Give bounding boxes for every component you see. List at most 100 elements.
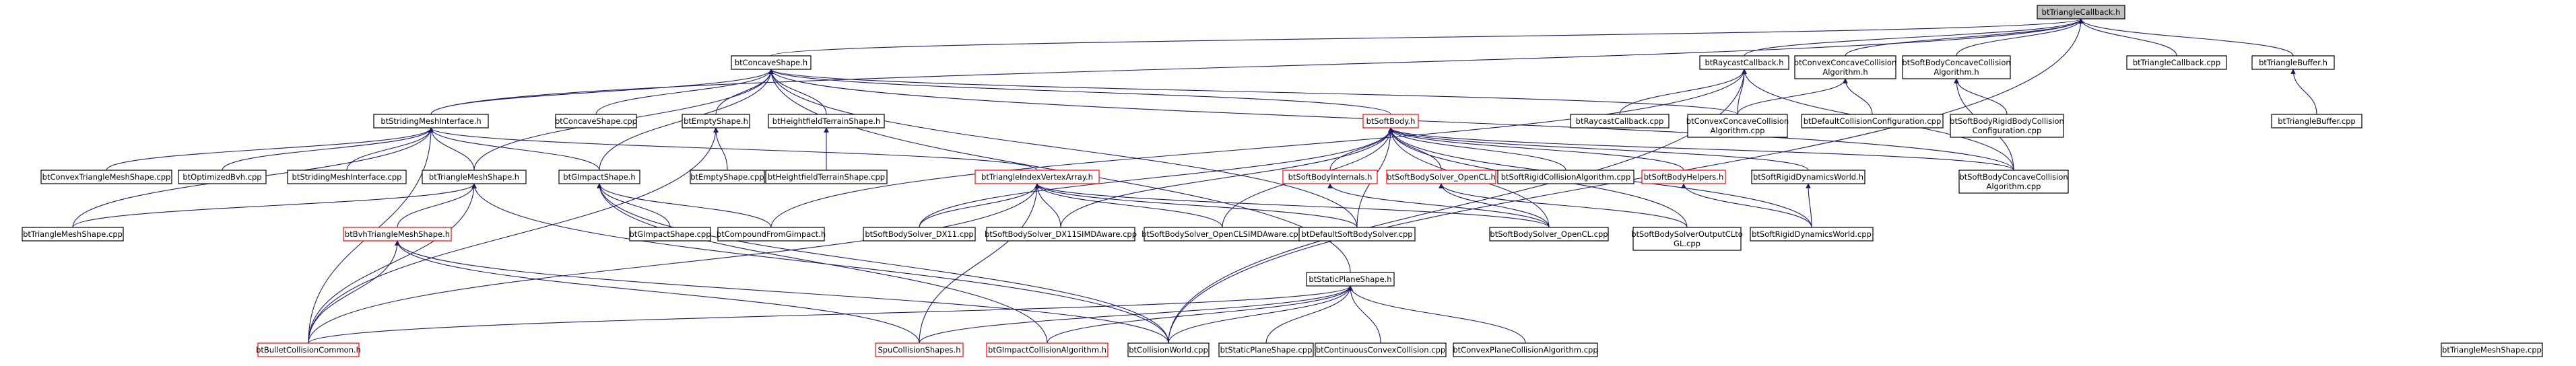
edge-tribuf_cpp-to-tribuf_h <box>2290 69 2317 115</box>
node-optbvh-cpp[interactable]: btOptimizedBvh.cpp <box>178 170 267 184</box>
node-sbhelpers-h[interactable]: btSoftBodyHelpers.h <box>1641 170 1726 184</box>
node-label: btHeightfieldTerrainShape.h <box>772 116 881 126</box>
node-box <box>1127 342 1210 357</box>
node-raycast-cpp[interactable]: btRaycastCallback.cpp <box>1570 114 1670 129</box>
edge-sbsolver_dx11_cpp-to-softbody_h <box>919 127 1393 228</box>
edge-hf_h-to-concave <box>768 69 827 115</box>
node-trimesh-h[interactable]: btTriangleMeshShape.h <box>422 170 527 184</box>
node-softbody-h[interactable]: btSoftBody.h <box>1362 114 1419 129</box>
nodes-layer: btTriangleCallback.h btConcaveShape.h btRa… <box>22 5 2543 357</box>
edge-concave_cpp-to-concave <box>595 69 774 115</box>
node-tribuf-h[interactable]: btTriangleBuffer.h <box>2251 55 2335 70</box>
node-box <box>22 227 124 242</box>
node-staticplane-cpp[interactable]: btStaticPlaneShape.cpp <box>1218 342 1314 357</box>
node-label: btTriangleMeshShape.cpp <box>23 229 123 239</box>
node-label: btSoftBodyInternals.h <box>1288 172 1373 182</box>
node-convtrimesh-cpp[interactable]: btConvexTriangleMeshShape.cpp <box>40 170 172 184</box>
edge-sbsolver_dx11_cpp-to-triidxva_h <box>919 183 1040 228</box>
node-box <box>1751 170 1865 184</box>
edge-raycastcb-to-root <box>1744 18 2084 57</box>
edge-gimpactcollalgo_h-to-gimpact_h <box>597 183 1048 344</box>
node-defsbsolver-cpp[interactable]: btDefaultSoftBodySolver.cpp <box>1298 227 1416 242</box>
node-box <box>2251 55 2335 70</box>
node-defcoll-cpp[interactable]: btDefaultCollisionConfiguration.cpp <box>1801 114 1944 129</box>
node-label: btStaticPlaneShape.cpp <box>1220 345 1313 355</box>
edge-triidxva_h-to-strider_h <box>428 127 1038 171</box>
edge-bulletcollcommon_h-to-trimesh_h <box>308 183 477 344</box>
node-triidxva-h[interactable]: btTriangleIndexVertexArray.h <box>975 170 1100 184</box>
node-sbsolver-ocl-h[interactable]: btSoftBodySolver_OpenCL.h <box>1386 170 1496 184</box>
node-box <box>1958 170 2069 194</box>
node-sbinternals-h[interactable]: btSoftBodyInternals.h <box>1282 170 1378 184</box>
node-bvhtrimesh-h[interactable]: btBvhTriangleMeshShape.h <box>343 227 452 242</box>
node-hf-h[interactable]: btHeightfieldTerrainShape.h <box>768 114 885 129</box>
node-srdynworld-h[interactable]: btSoftRigidDynamicsWorld.h <box>1751 170 1865 184</box>
node-strider-h[interactable]: btStridingMeshInterface.h <box>373 114 489 129</box>
node-sbrbccfg-cpp[interactable]: btSoftBodyRigidBodyCollisionConfiguratio… <box>1950 114 2064 138</box>
node-contconvcoll-cpp[interactable]: btContinuousConvexCollision.cpp <box>1315 342 1447 357</box>
node-gimpact-h[interactable]: btGImpactShape.h <box>558 170 640 184</box>
node-tricb-cpp[interactable]: btTriangleCallback.cpp <box>2126 55 2227 70</box>
node-staticplane-h[interactable]: btStaticPlaneShape.h <box>1306 272 1395 287</box>
node-gimpact-cpp[interactable]: btGImpactShape.cpp <box>629 227 711 242</box>
node-sorigidalgo-cpp[interactable]: btSoftRigidCollisionAlgorithm.cpp <box>1497 170 1634 184</box>
node-collworld-cpp[interactable]: btCollisionWorld.cpp <box>1127 342 1210 357</box>
edge-srdynworld_cpp-to-srdynworld_h <box>1806 183 1812 228</box>
node-label: btSoftRigidCollisionAlgorithm.cpp <box>1501 172 1631 182</box>
node-sbsolver-dx11-cpp[interactable]: btSoftBodySolver_DX11.cpp <box>863 227 976 242</box>
edge-ccalgo_cpp-to-ccalgo_h <box>1737 78 1848 115</box>
node-root: btTriangleCallback.h <box>2037 5 2125 20</box>
edge-concave-to-root <box>770 18 2084 57</box>
edge-ccalgo_cpp-to-concave <box>768 69 1738 115</box>
node-empty-h[interactable]: btEmptyShape.h <box>682 114 750 129</box>
edge-bulletcollcommon_h-to-triidxva_h <box>308 183 1040 344</box>
edge-collworld_cpp-to-raycastcb <box>1168 69 1747 344</box>
node-label: Algorithm.h <box>1934 67 1979 77</box>
node-raycastcb[interactable]: btRaycastCallback.h <box>1699 55 1789 70</box>
node-label: btConvexConcaveCollision <box>1686 116 1789 126</box>
edge-sbsolver_ocl_cpp-to-triidxva_h <box>1034 183 1550 228</box>
node-empty-cpp[interactable]: btEmptyShape.cpp <box>690 170 765 184</box>
node-sbsolver-oclsimd-cpp[interactable]: btSoftBodySolver_OpenCLSIMDAware.cpp <box>1142 227 1303 242</box>
node-label: btCompoundFromGimpact.h <box>717 229 826 239</box>
node-box <box>1750 227 1874 242</box>
node-gimpactcollalgo-h[interactable]: btGImpactCollisionAlgorithm.h <box>986 342 1109 357</box>
node-sbsolver-dx11simd-cpp[interactable]: btSoftBodySolver_DX11SIMDAware.cpp <box>985 227 1137 242</box>
node-strider-cpp[interactable]: btStridingMeshInterface.cpp <box>287 170 407 184</box>
edge-sorigidalgo_cpp-to-softbody_h <box>1388 127 1566 171</box>
edge-bvhtrimesh_h-to-trimesh_h <box>397 183 477 228</box>
node-concave-cpp[interactable]: btConcaveShape.cpp <box>555 114 637 129</box>
node-box <box>1794 55 1896 79</box>
edge-collworld_cpp-to-bvhtrimesh_h <box>395 240 1169 344</box>
edge-spucollshapes_h-to-staticplane_h <box>919 285 1353 344</box>
edge-trimesh_h-to-strider_h <box>428 127 475 171</box>
node-concave[interactable]: btConcaveShape.h <box>731 55 812 70</box>
node-srdynworld-cpp[interactable]: btSoftRigidDynamicsWorld.cpp <box>1750 227 1874 242</box>
node-bulletcollcommon-h[interactable]: btBulletCollisionCommon.h <box>256 342 361 357</box>
node-label: btStaticPlaneShape.h <box>1309 274 1391 284</box>
node-tribuf-cpp[interactable]: btTriangleBuffer.cpp <box>2271 114 2363 129</box>
node-label: btConcaveShape.cpp <box>555 116 637 126</box>
node-sbsolver-ocl-cpp[interactable]: btSoftBodySolver_OpenCL.cpp <box>1489 227 1609 242</box>
node-label: Algorithm.h <box>1822 67 1868 77</box>
node-compoundgimpact-cpp[interactable]: btCompoundFromGimpact.h <box>717 227 826 242</box>
edge-defsbsolver_cpp-to-triidxva_h <box>1034 183 1358 228</box>
edge-srdynworld_cpp-to-sbhelpers_h <box>1681 183 1812 228</box>
node-box <box>1315 342 1447 357</box>
node-convplanealgo-cpp[interactable]: btConvexPlaneCollisionAlgorithm.cpp <box>1453 342 1598 357</box>
node-label: btConvexTriangleMeshShape.cpp <box>42 172 171 182</box>
node-label: btTriangleCallback.cpp <box>2133 58 2220 67</box>
node-box <box>1641 170 1726 184</box>
node-trimeshshape2-cpp[interactable]: btTriangleMeshShape.cpp <box>2441 342 2543 357</box>
edge-strider_h-to-concave <box>430 69 774 115</box>
node-spucollshapes-h[interactable]: SpuCollisionShapes.h <box>875 342 964 357</box>
node-trimeshshape-cpp[interactable]: btTriangleMeshShape.cpp <box>22 227 124 242</box>
node-hf-cpp[interactable]: btHeightfieldTerrainShape.cpp <box>765 170 888 184</box>
node-box <box>682 114 750 129</box>
node-box <box>257 342 360 357</box>
